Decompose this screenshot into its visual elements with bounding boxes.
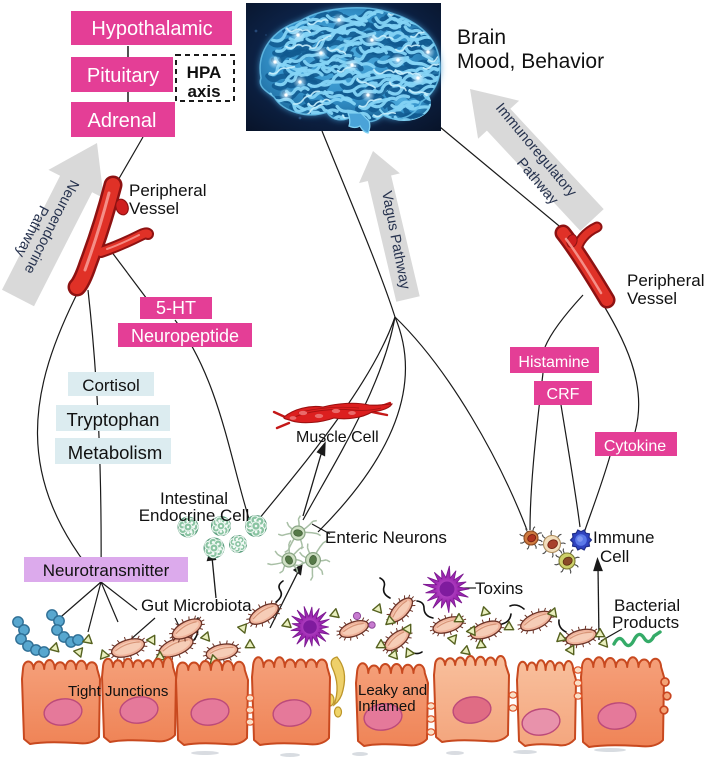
svg-text:Enteric Neurons: Enteric Neurons <box>325 528 447 547</box>
svg-text:Neurotransmitter: Neurotransmitter <box>43 561 170 580</box>
svg-text:Metabolism: Metabolism <box>68 442 163 463</box>
svg-text:axis: axis <box>187 82 220 101</box>
svg-text:Peripheral: Peripheral <box>627 271 705 290</box>
svg-text:Tight Junctions: Tight Junctions <box>68 683 168 700</box>
svg-text:Neuropeptide: Neuropeptide <box>131 326 239 346</box>
svg-text:Muscle Cell: Muscle Cell <box>296 429 379 446</box>
svg-text:Cytokine: Cytokine <box>604 438 666 455</box>
svg-text:Tryptophan: Tryptophan <box>67 409 160 430</box>
svg-text:Intestinal: Intestinal <box>160 489 228 508</box>
svg-text:Gut Microbiota: Gut Microbiota <box>141 596 252 615</box>
svg-text:Peripheral: Peripheral <box>129 181 207 200</box>
svg-text:HPA: HPA <box>187 63 222 82</box>
svg-text:Endocrine Cell: Endocrine Cell <box>139 506 250 525</box>
svg-text:Hypothalamic: Hypothalamic <box>91 18 212 40</box>
svg-text:Leaky and: Leaky and <box>358 682 427 699</box>
svg-text:Adrenal: Adrenal <box>88 110 157 132</box>
svg-text:Bacterial: Bacterial <box>614 596 680 615</box>
svg-text:Inflamed: Inflamed <box>358 698 416 715</box>
svg-text:Toxins: Toxins <box>475 579 523 598</box>
svg-text:Vessel: Vessel <box>627 289 677 308</box>
svg-text:Mood, Behavior: Mood, Behavior <box>457 50 604 73</box>
svg-text:Pituitary: Pituitary <box>87 65 159 87</box>
svg-text:Cortisol: Cortisol <box>82 376 140 395</box>
svg-text:CRF: CRF <box>547 386 580 403</box>
svg-text:Products: Products <box>612 613 679 632</box>
svg-text:Histamine: Histamine <box>518 354 589 371</box>
svg-text:Immune: Immune <box>593 528 654 547</box>
svg-text:Vessel: Vessel <box>129 199 179 218</box>
svg-text:5-HT: 5-HT <box>156 298 196 318</box>
svg-text:Cell: Cell <box>600 547 629 566</box>
svg-text:Brain: Brain <box>457 26 506 49</box>
